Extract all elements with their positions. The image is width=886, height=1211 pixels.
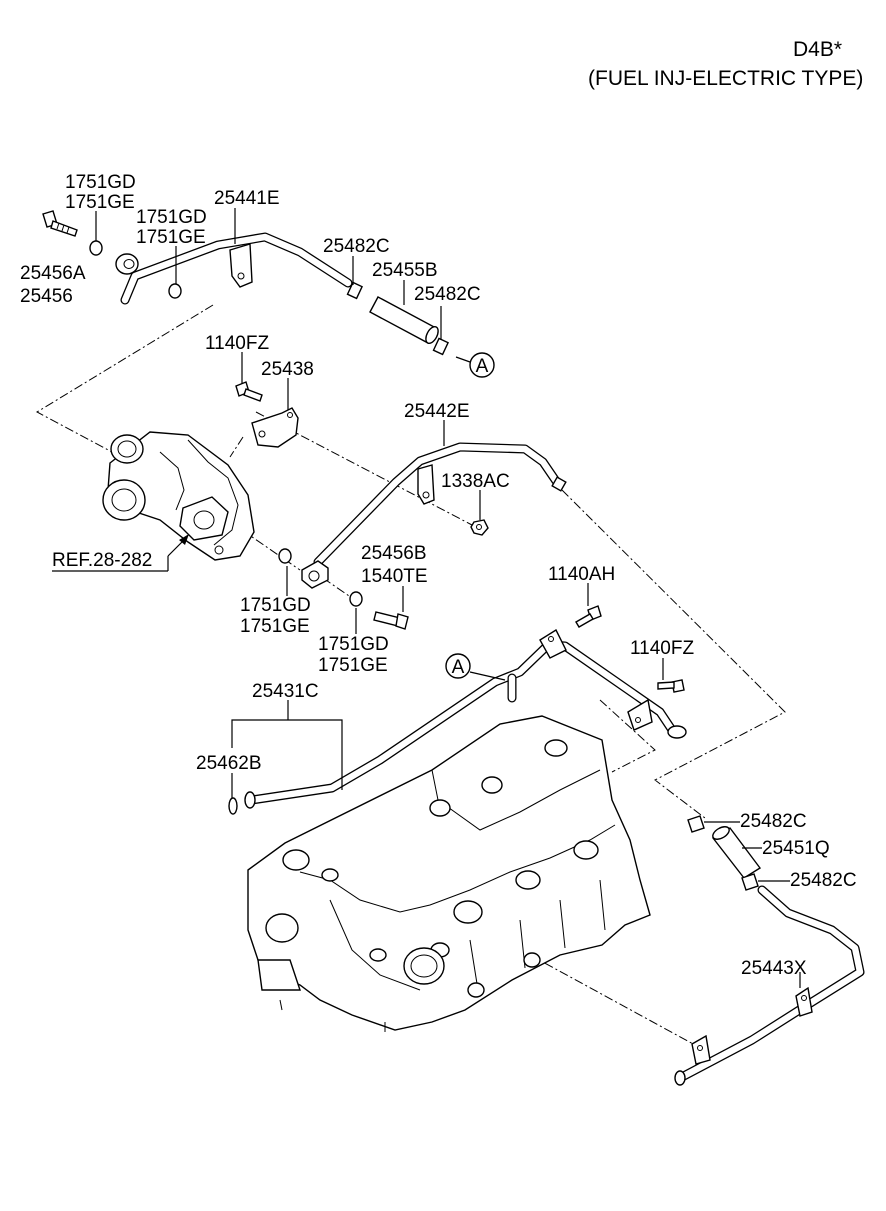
marker-a-mid: A [445,653,471,679]
ring-25462b [228,797,238,815]
label-1751ge-a: 1751GE [65,192,135,213]
label-1140ah: 1140AH [548,564,615,585]
svg-text:A: A [476,356,489,377]
label-1540te: 1540TE [361,566,428,587]
pipe-25443x [674,885,865,1086]
label-1751gd-c: 1751GD [240,595,311,616]
label-1751ge-c: 1751GE [240,616,310,637]
clamp-d [741,873,759,891]
label-1751gd-b: 1751GD [136,207,207,228]
hose-25455b [369,296,439,344]
label-25482c-c: 25482C [740,811,807,832]
marker-a-top: A [469,352,495,378]
hose-25451q [711,826,762,879]
label-25462b: 25462B [196,753,262,774]
model-variant: (FUEL INJ-ELECTRIC TYPE) [588,67,863,90]
gasket-ring-b [168,283,182,299]
bolt-1540te [373,611,409,630]
model-code: D4B* [793,38,842,61]
pipe-25442e [301,442,567,589]
label-25456: 25456 [20,286,73,307]
label-25441e: 25441E [214,188,280,209]
clamp-b [432,337,449,356]
pipe-25431c [228,628,687,815]
label-ref-28-282: REF.28-282 [52,550,152,571]
label-1338ac: 1338AC [441,471,510,492]
gasket-ring-a [89,240,103,256]
nut-1338ac [470,519,489,536]
ref-arrow [52,534,189,572]
svg-text:A: A [452,657,465,678]
label-25482c-a: 25482C [323,236,390,257]
label-1751ge-d: 1751GE [318,655,388,676]
bolt-1140ah [575,605,602,628]
bolt-25456a [42,210,78,237]
gasket-ring-d [349,591,363,607]
bracket-25438 [251,407,299,448]
label-25456a: 25456A [20,263,86,284]
label-1751gd-a: 1751GD [65,172,136,193]
label-25431c: 25431C [252,681,319,702]
label-25442e: 25442E [404,401,470,422]
leader-lines [95,208,801,988]
label-1140fz-b: 1140FZ [630,638,694,659]
label-1751gd-d: 1751GD [318,634,389,655]
clamp-a [346,281,363,300]
clamp-c [687,815,705,833]
pipe-25441e [115,232,353,305]
label-25482c-d: 25482C [790,870,857,891]
label-25451q: 25451Q [762,838,830,859]
gasket-ring-c [278,548,292,564]
label-1751ge-b: 1751GE [136,227,206,248]
cylinder-head [247,715,651,1032]
label-25438: 25438 [261,359,314,380]
label-25456b: 25456B [361,543,427,564]
label-1140fz-a: 1140FZ [205,333,269,354]
label-25455b: 25455B [372,260,438,281]
label-25482c-b: 25482C [414,284,481,305]
bolt-1140fz-b [657,679,685,693]
part-labels: 1751GD 1751GE 25441E 1751GD 1751GE 25456… [20,172,857,979]
bolt-1140fz-a [235,381,263,402]
label-25443x: 25443X [741,958,807,979]
turbocharger [102,431,255,561]
